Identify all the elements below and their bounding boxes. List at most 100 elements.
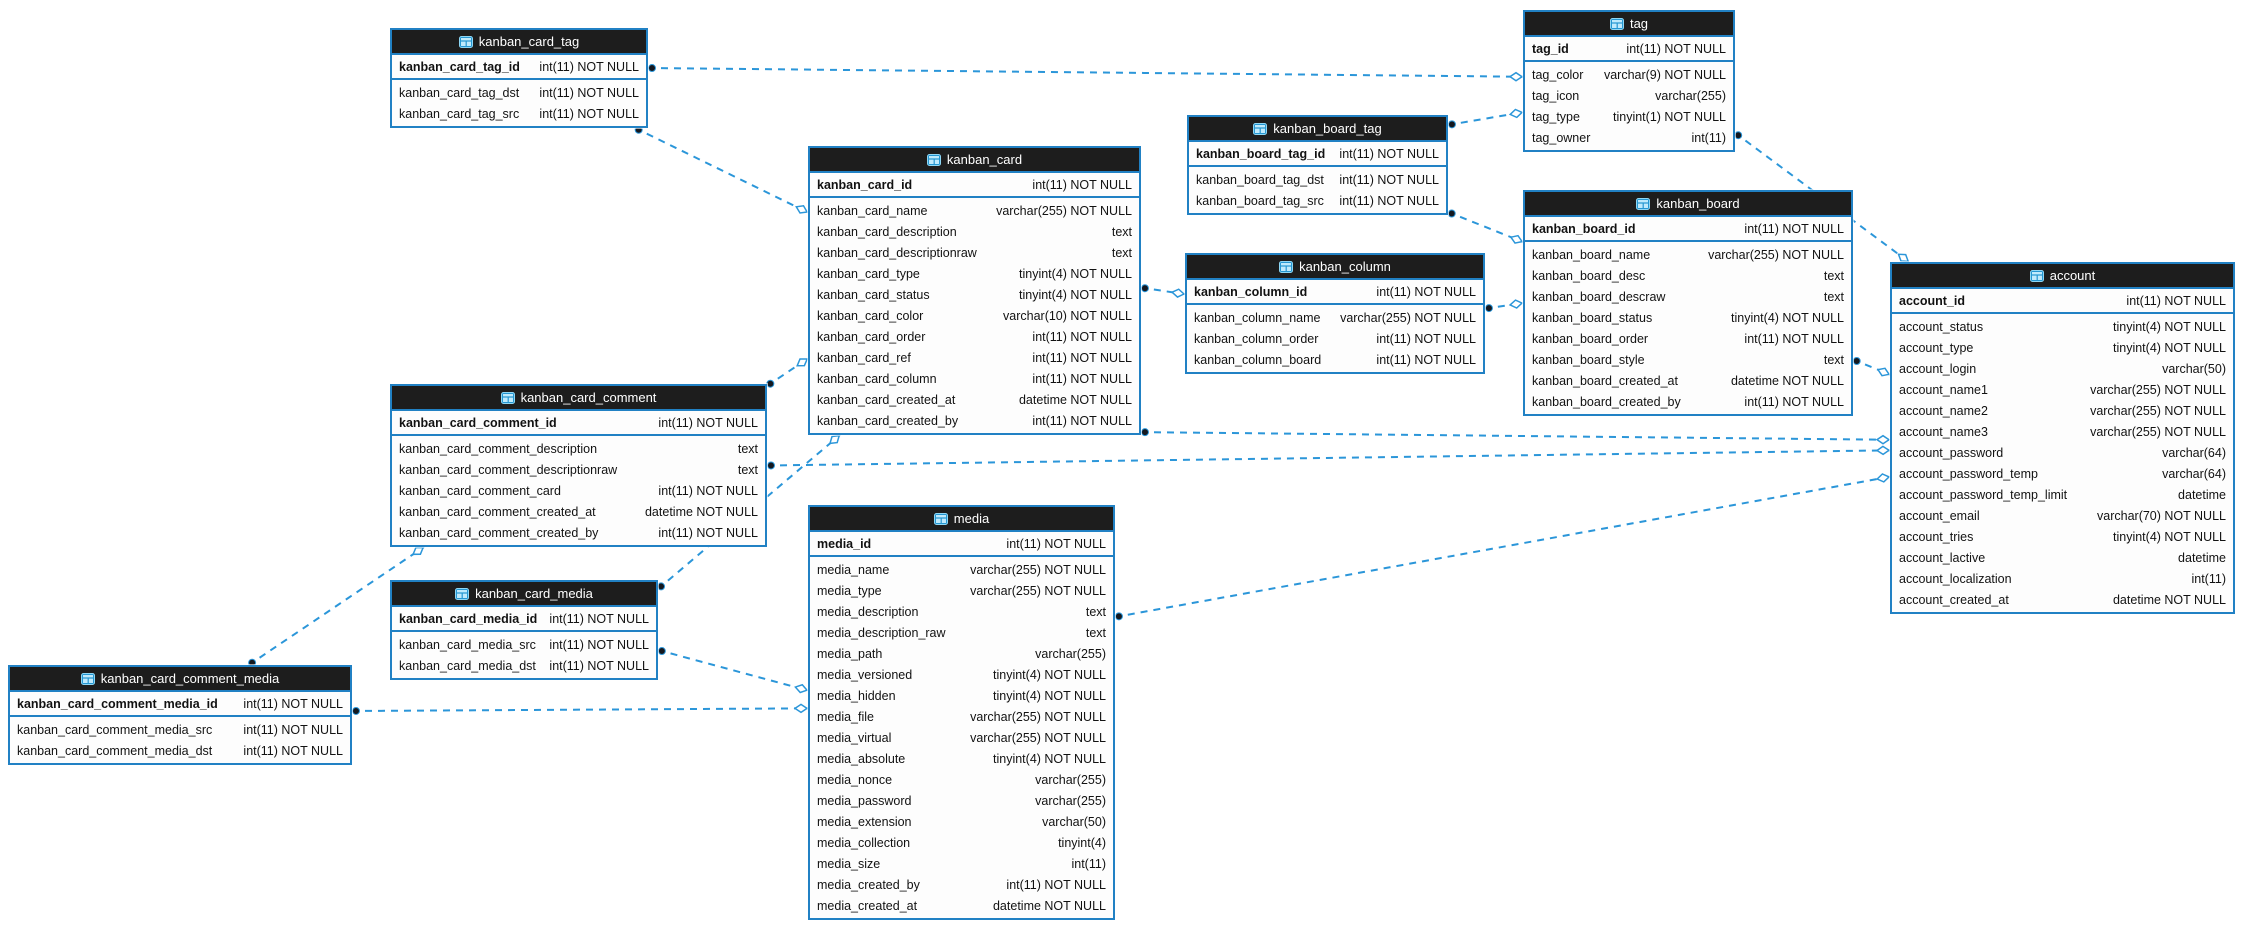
table-row[interactable]: kanban_card_comment_media_src int(11) NO… (10, 719, 350, 740)
table-row[interactable]: media_name varchar(255) NOT NULL (810, 559, 1113, 580)
table-kanban_column[interactable]: kanban_column kanban_column_id int(11) N… (1185, 253, 1485, 374)
table-row[interactable]: media_collection tinyint(4) (810, 832, 1113, 853)
table-header[interactable]: kanban_card_media (392, 582, 656, 607)
table-row[interactable]: media_password varchar(255) (810, 790, 1113, 811)
table-row[interactable]: kanban_column_name varchar(255) NOT NULL (1187, 307, 1483, 328)
table-row[interactable]: media_created_by int(11) NOT NULL (810, 874, 1113, 895)
table-row[interactable]: kanban_card_comment_media_dst int(11) NO… (10, 740, 350, 761)
table-row[interactable]: account_id int(11) NOT NULL (1892, 290, 2233, 311)
table-row[interactable]: kanban_board_id int(11) NOT NULL (1525, 218, 1851, 239)
relation-kanban_card-kanban_column[interactable] (1140, 284, 1186, 298)
table-tag[interactable]: tag tag_id int(11) NOT NULL tag_color va… (1523, 10, 1735, 152)
table-row[interactable]: kanban_board_tag_src int(11) NOT NULL (1189, 190, 1446, 211)
table-row[interactable]: kanban_board_tag_id int(11) NOT NULL (1189, 143, 1446, 164)
table-row[interactable]: kanban_card_created_at datetime NOT NULL (810, 389, 1139, 410)
table-header[interactable]: kanban_column (1187, 255, 1483, 280)
table-row[interactable]: tag_icon varchar(255) (1525, 85, 1733, 106)
table-kanban_card_media[interactable]: kanban_card_media kanban_card_media_id i… (390, 580, 658, 680)
table-row[interactable]: kanban_card_comment_descriptionraw text (392, 459, 765, 480)
table-kanban_card_tag[interactable]: kanban_card_tag kanban_card_tag_id int(1… (390, 28, 648, 128)
table-row[interactable]: account_tries tinyint(4) NOT NULL (1892, 526, 2233, 547)
relation-kanban_card_tag-kanban_card[interactable] (634, 125, 809, 214)
table-row[interactable]: account_login varchar(50) (1892, 358, 2233, 379)
table-row[interactable]: account_name1 varchar(255) NOT NULL (1892, 379, 2233, 400)
table-row[interactable]: kanban_card_media_src int(11) NOT NULL (392, 634, 656, 655)
table-row[interactable]: kanban_card_status tinyint(4) NOT NULL (810, 284, 1139, 305)
table-row[interactable]: media_versioned tinyint(4) NOT NULL (810, 664, 1113, 685)
table-header[interactable]: tag (1525, 12, 1733, 37)
table-media[interactable]: media media_id int(11) NOT NULL media_na… (808, 505, 1115, 920)
table-row[interactable]: kanban_card_color varchar(10) NOT NULL (810, 305, 1139, 326)
table-row[interactable]: kanban_board_created_by int(11) NOT NULL (1525, 391, 1851, 412)
table-row[interactable]: media_nonce varchar(255) (810, 769, 1113, 790)
relation-kanban_board_tag-tag[interactable] (1447, 108, 1524, 129)
table-kanban_card[interactable]: kanban_card kanban_card_id int(11) NOT N… (808, 146, 1141, 435)
table-row[interactable]: media_file varchar(255) NOT NULL (810, 706, 1113, 727)
table-row[interactable]: account_name2 varchar(255) NOT NULL (1892, 400, 2233, 421)
table-header[interactable]: kanban_card_comment (392, 386, 765, 411)
table-row[interactable]: media_size int(11) (810, 853, 1113, 874)
table-row[interactable]: tag_id int(11) NOT NULL (1525, 38, 1733, 59)
table-kanban_card_comment_media[interactable]: kanban_card_comment_media kanban_card_co… (8, 665, 352, 765)
table-row[interactable]: kanban_board_tag_dst int(11) NOT NULL (1189, 169, 1446, 190)
table-row[interactable]: tag_color varchar(9) NOT NULL (1525, 64, 1733, 85)
table-row[interactable]: media_id int(11) NOT NULL (810, 533, 1113, 554)
table-row[interactable]: kanban_card_name varchar(255) NOT NULL (810, 200, 1139, 221)
table-row[interactable]: kanban_board_created_at datetime NOT NUL… (1525, 370, 1851, 391)
table-row[interactable]: kanban_card_comment_description text (392, 438, 765, 459)
table-kanban_board[interactable]: kanban_board kanban_board_id int(11) NOT… (1523, 190, 1853, 416)
table-row[interactable]: kanban_board_style text (1525, 349, 1851, 370)
relation-kanban_card-account[interactable] (1140, 428, 1891, 445)
table-row[interactable]: media_description text (810, 601, 1113, 622)
table-row[interactable]: account_lactive datetime (1892, 547, 2233, 568)
relation-media-account[interactable] (1114, 473, 1891, 621)
table-row[interactable]: kanban_card_ref int(11) NOT NULL (810, 347, 1139, 368)
table-header[interactable]: kanban_card_tag (392, 30, 646, 55)
relation-kanban_board-account[interactable] (1852, 357, 1891, 377)
table-row[interactable]: account_status tinyint(4) NOT NULL (1892, 316, 2233, 337)
table-row[interactable]: tag_owner int(11) (1525, 127, 1733, 148)
table-row[interactable]: kanban_card_type tinyint(4) NOT NULL (810, 263, 1139, 284)
table-row[interactable]: kanban_card_description text (810, 221, 1139, 242)
table-row[interactable]: media_virtual varchar(255) NOT NULL (810, 727, 1113, 748)
table-row[interactable]: account_password_temp varchar(64) (1892, 463, 2233, 484)
table-row[interactable]: media_hidden tinyint(4) NOT NULL (810, 685, 1113, 706)
relation-kanban_card_comment_media-media[interactable] (351, 703, 809, 715)
table-row[interactable]: kanban_card_descriptionraw text (810, 242, 1139, 263)
table-row[interactable]: media_path varchar(255) (810, 643, 1113, 664)
table-row[interactable]: account_email varchar(70) NOT NULL (1892, 505, 2233, 526)
table-header[interactable]: account (1892, 264, 2233, 289)
table-row[interactable]: kanban_board_status tinyint(4) NOT NULL (1525, 307, 1851, 328)
table-row[interactable]: kanban_column_order int(11) NOT NULL (1187, 328, 1483, 349)
table-row[interactable]: account_password varchar(64) (1892, 442, 2233, 463)
table-row[interactable]: kanban_card_comment_created_at datetime … (392, 501, 765, 522)
relation-kanban_card_tag-tag[interactable] (647, 64, 1524, 82)
relation-kanban_card_comment-account[interactable] (766, 445, 1891, 470)
table-row[interactable]: media_absolute tinyint(4) NOT NULL (810, 748, 1113, 769)
relation-kanban_board_tag-kanban_board[interactable] (1447, 209, 1524, 244)
table-header[interactable]: media (810, 507, 1113, 532)
table-row[interactable]: media_type varchar(255) NOT NULL (810, 580, 1113, 601)
table-row[interactable]: kanban_card_comment_id int(11) NOT NULL (392, 412, 765, 433)
table-row[interactable]: kanban_card_order int(11) NOT NULL (810, 326, 1139, 347)
table-row[interactable]: kanban_column_id int(11) NOT NULL (1187, 281, 1483, 302)
table-row[interactable]: account_type tinyint(4) NOT NULL (1892, 337, 2233, 358)
table-row[interactable]: kanban_card_created_by int(11) NOT NULL (810, 410, 1139, 431)
table-row[interactable]: kanban_card_media_id int(11) NOT NULL (392, 608, 656, 629)
table-row[interactable]: tag_type tinyint(1) NOT NULL (1525, 106, 1733, 127)
table-row[interactable]: kanban_card_media_dst int(11) NOT NULL (392, 655, 656, 676)
table-row[interactable]: media_description_raw text (810, 622, 1113, 643)
table-account[interactable]: account account_id int(11) NOT NULL acco… (1890, 262, 2235, 614)
table-header[interactable]: kanban_board (1525, 192, 1851, 217)
table-row[interactable]: kanban_board_order int(11) NOT NULL (1525, 328, 1851, 349)
relation-kanban_card_media-media[interactable] (657, 647, 809, 694)
table-row[interactable]: kanban_card_comment_card int(11) NOT NUL… (392, 480, 765, 501)
relation-kanban_column-kanban_board[interactable] (1484, 299, 1524, 313)
table-header[interactable]: kanban_card (810, 148, 1139, 173)
table-row[interactable]: kanban_card_column int(11) NOT NULL (810, 368, 1139, 389)
table-row[interactable]: account_localization int(11) (1892, 568, 2233, 589)
table-header[interactable]: kanban_board_tag (1189, 117, 1446, 142)
table-row[interactable]: account_password_temp_limit datetime (1892, 484, 2233, 505)
table-row[interactable]: media_extension varchar(50) (810, 811, 1113, 832)
table-row[interactable]: account_name3 varchar(255) NOT NULL (1892, 421, 2233, 442)
